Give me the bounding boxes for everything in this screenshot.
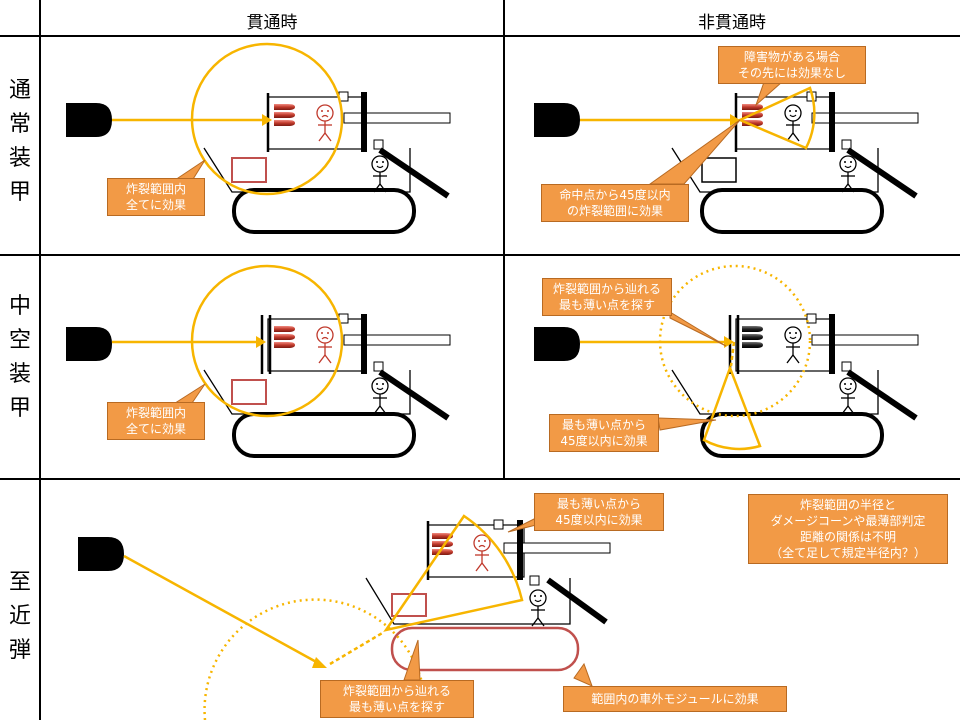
header-penetrating: 貫通時 <box>246 13 298 33</box>
tank-normal-nonpen <box>671 91 919 234</box>
note-spaced-search: 炸裂範囲から辿れる最も薄い点を探す <box>542 278 672 316</box>
note-spaced-pen: 炸裂範囲内全てに効果 <box>107 402 205 440</box>
shell-icon <box>66 103 580 571</box>
tank-near-miss <box>365 519 611 672</box>
row-label-near-miss: 至近弾 <box>8 570 31 663</box>
explosion-effects <box>112 42 816 720</box>
tank-normal-pen <box>203 91 451 234</box>
note-normal-pen: 炸裂範囲内全てに効果 <box>107 178 205 216</box>
note-normal-obstacle: 障害物がある場合その先には効果なし <box>718 46 866 84</box>
note-normal-cone: 命中点から45度以内の炸裂範囲に効果 <box>541 184 689 222</box>
tank-spaced-nonpen <box>671 313 919 458</box>
note-near-search: 炸裂範囲から辿れる最も薄い点を探す <box>320 680 474 718</box>
callout-pointers <box>170 81 784 687</box>
row-label-normal-armor: 通常装甲 <box>8 78 31 205</box>
header-non-penetrating: 非貫通時 <box>698 13 766 33</box>
note-near-module: 範囲内の車外モジュールに効果 <box>563 686 787 712</box>
row-label-spaced-armor: 中空装甲 <box>8 294 31 421</box>
tank-spaced-pen <box>203 313 451 458</box>
note-near-unknown: 炸裂範囲の半径とダメージコーンや最薄部判定距離の関係は不明（全て足して規定半径内… <box>748 494 948 564</box>
